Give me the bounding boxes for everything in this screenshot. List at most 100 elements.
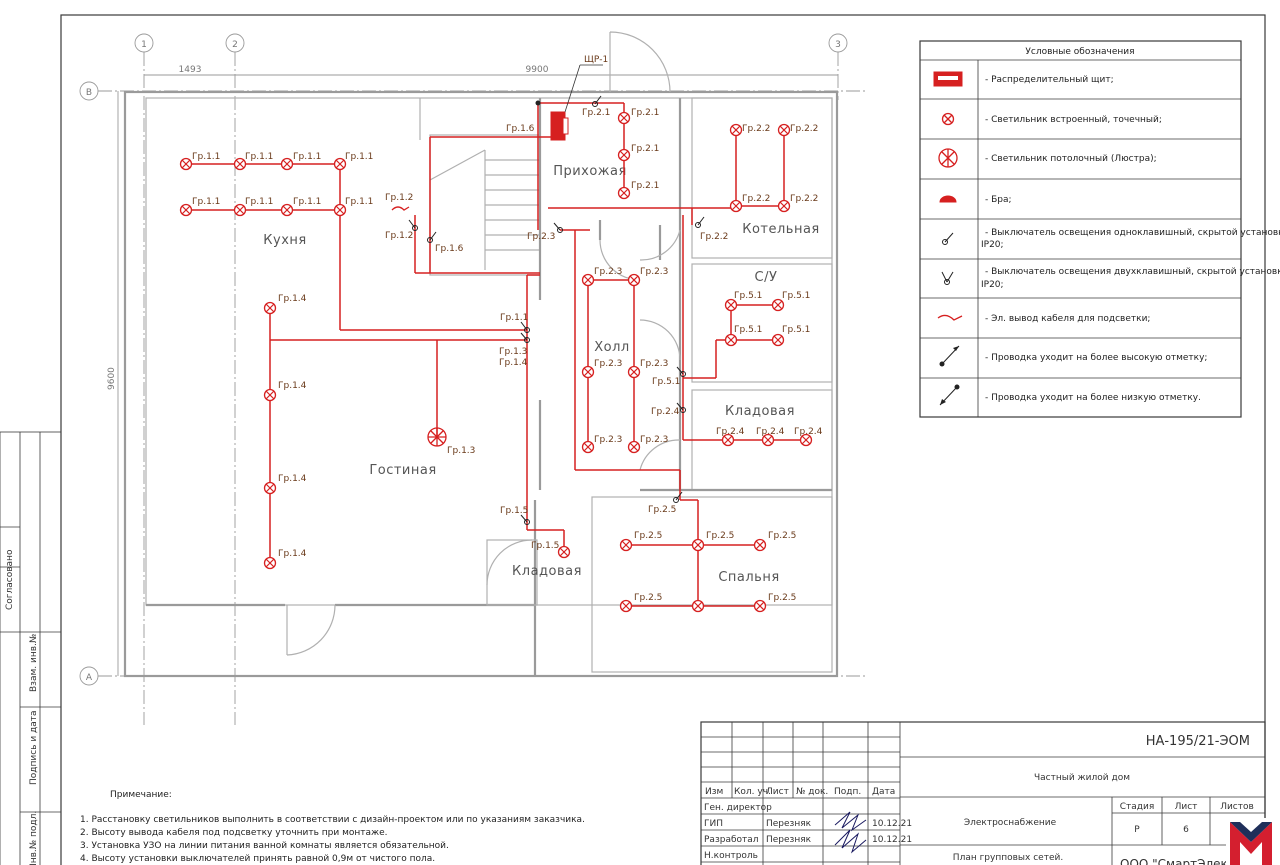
stamp-gip-date: 10.12.21 <box>872 819 912 829</box>
label-g23: Гр.2.3 <box>594 267 622 277</box>
dim-9600: 9600 <box>107 367 117 390</box>
distribution-panel-icon: ЩР-1 <box>550 55 608 141</box>
spotlight-icon <box>941 112 955 126</box>
side-inv: Взам. инв.№ <box>29 634 39 692</box>
spotlight-icon <box>753 599 767 613</box>
notes: Примечание: 1. Расстановку светильников … <box>80 790 585 864</box>
label-g21: Гр.2.1 <box>631 181 659 191</box>
double-switch-icon <box>941 271 954 285</box>
cable-outlet-icon <box>937 314 963 321</box>
legend-item-3: - Бра; <box>985 195 1012 205</box>
axis-label-1: 1 <box>141 40 147 50</box>
switch-icon <box>427 231 437 243</box>
room-bedroom: Спальня <box>718 570 779 585</box>
label-g16: Гр.1.6 <box>506 124 535 134</box>
spotlight-icon <box>581 440 595 454</box>
axis-label-b: В <box>86 88 92 98</box>
stamp-list: 6 <box>1183 825 1189 835</box>
label-g25: Гр.2.5 <box>768 593 796 603</box>
label-g14: Гр.1.4 <box>278 381 307 391</box>
room-living: Гостиная <box>369 463 436 478</box>
label-g51: Гр.5.1 <box>782 325 810 335</box>
switch-icon <box>520 332 530 343</box>
label-g21: Гр.2.1 <box>582 108 610 118</box>
stamp-h-list: Лист <box>766 787 789 797</box>
label-g24: Гр.2.4 <box>794 427 823 437</box>
switch-icon <box>592 95 602 107</box>
spotlight-icon <box>581 365 595 379</box>
label-g25: Гр.2.5 <box>634 593 662 603</box>
label-g25: Гр.2.5 <box>706 531 734 541</box>
spotlight-icon <box>691 538 705 552</box>
switch-icon <box>408 219 418 231</box>
title-block: Изм Кол. уч. Лист № док. Подп. Дата Ген.… <box>700 721 1276 865</box>
spotlight-icon <box>179 203 193 217</box>
legend-item-8: - Проводка уходит на более низкую отметк… <box>985 393 1201 403</box>
side-stamp: Согласовано Взам. инв.№ Подпись и дата И… <box>0 431 62 865</box>
stamp-listov-h: Листов <box>1220 802 1254 812</box>
spotlight-icon <box>557 545 571 559</box>
label-g11: Гр.1.1 <box>345 152 373 162</box>
label-g51: Гр.5.1 <box>734 325 762 335</box>
legend-title: Условные обозначения <box>1025 47 1134 57</box>
label-g11: Гр.1.1 <box>192 152 220 162</box>
stamp-h-data: Дата <box>872 787 895 797</box>
label-g11-switch: Гр.1.1 <box>500 313 528 323</box>
spotlight-icon <box>263 301 277 315</box>
stamp-section: Электроснабжение <box>964 818 1057 828</box>
spotlight-icon <box>627 273 641 287</box>
panel-label: ЩР-1 <box>584 55 608 65</box>
label-g23: Гр.2.3 <box>527 232 555 242</box>
signature <box>834 829 867 854</box>
switch-icon <box>676 402 686 413</box>
dim-1493: 1493 <box>179 65 202 75</box>
label-g22: Гр.2.2 <box>700 232 728 242</box>
label-g14: Гр.1.4 <box>278 549 307 559</box>
spotlight-icon <box>777 123 791 137</box>
label-g25: Гр.2.5 <box>634 531 662 541</box>
stamp-role-nkontr: Н.контроль <box>704 851 758 861</box>
legend-item-4b: IP20; <box>981 240 1004 250</box>
stamp-list-h: Лист <box>1175 802 1198 812</box>
spotlight-icon <box>721 433 735 447</box>
signature <box>834 811 867 832</box>
spotlight-icon <box>724 298 738 312</box>
spotlight-icon <box>280 157 294 171</box>
spotlight-icon <box>771 333 785 347</box>
stamp-role-gen: Ген. директор <box>704 803 772 813</box>
legend-item-4: - Выключатель освещения одноклавишный, с… <box>985 228 1280 238</box>
axis-label-3: 3 <box>835 40 841 50</box>
side-agreed: Согласовано <box>5 549 15 610</box>
spotlight-icon <box>333 203 347 217</box>
label-g51: Гр.5.1 <box>734 291 762 301</box>
label-g22: Гр.2.2 <box>742 194 770 204</box>
note-line: 1. Расстановку светильников выполнить в … <box>80 815 585 825</box>
spotlight-icon <box>581 273 595 287</box>
building-walls <box>123 31 839 678</box>
room-holl: Холл <box>594 340 629 355</box>
spotlights <box>179 111 813 613</box>
legend-item-5b: IP20; <box>981 280 1004 290</box>
single-switch-icon <box>942 232 954 245</box>
cable-outlet-icon <box>391 206 410 211</box>
label-g12: Гр.1.2 <box>385 193 413 203</box>
label-g23: Гр.2.3 <box>640 267 668 277</box>
stamp-stage: Р <box>1134 825 1140 835</box>
stamp-company: ООО "СмартЭлектрик" <box>1120 857 1263 865</box>
label-g14: Гр.1.4 <box>278 294 307 304</box>
stamp-role-gip: ГИП <box>704 819 723 829</box>
label-g23: Гр.2.3 <box>594 359 622 369</box>
label-g13: Гр.1.3 <box>499 347 527 357</box>
wiring <box>186 102 806 607</box>
label-g21: Гр.2.1 <box>631 144 659 154</box>
label-g11: Гр.1.1 <box>293 152 321 162</box>
legend-item-7: - Проводка уходит на более высокую отмет… <box>985 353 1207 363</box>
label-g11: Гр.1.1 <box>245 152 273 162</box>
legend-item-6: - Эл. вывод кабеля для подсветки; <box>985 314 1150 324</box>
legend-item-1: - Светильник встроенный, точечный; <box>985 115 1162 125</box>
dim-9900: 9900 <box>526 65 549 75</box>
spotlight-icon <box>179 157 193 171</box>
spotlight-icon <box>617 148 631 162</box>
axis-label-a: А <box>86 673 93 683</box>
